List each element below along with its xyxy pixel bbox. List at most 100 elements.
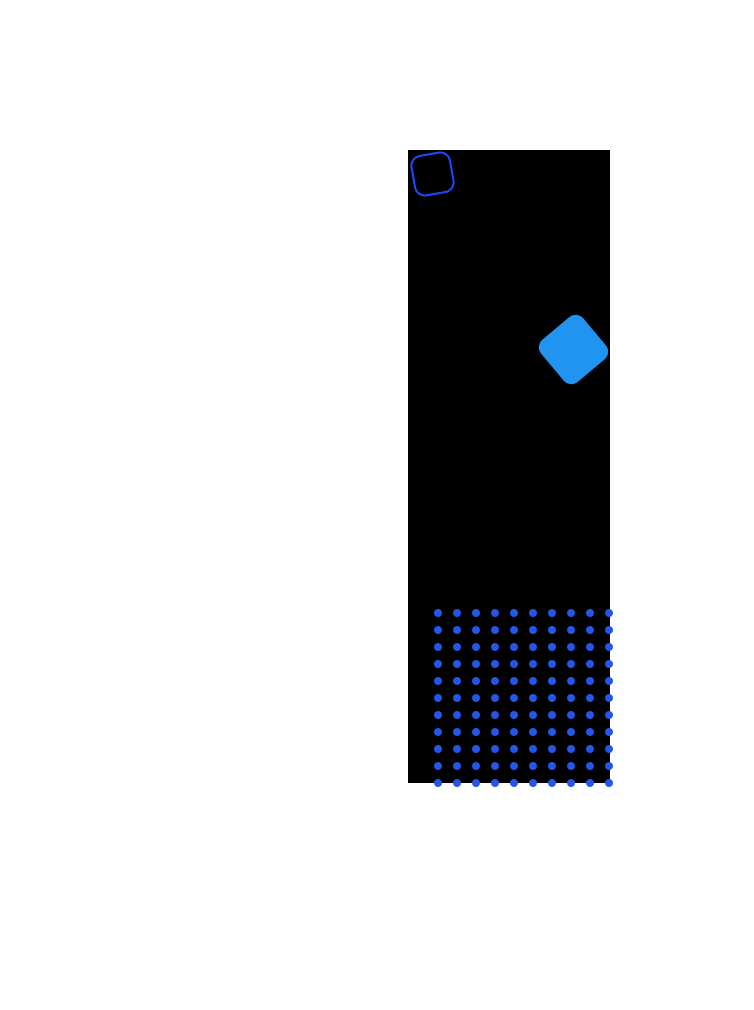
dot-cell [504, 638, 523, 655]
dot-cell [523, 757, 542, 774]
dot-icon [604, 761, 613, 770]
dot-cell [542, 672, 561, 689]
dot-cell [485, 757, 504, 774]
dot-icon [433, 642, 442, 651]
dot-icon [585, 761, 594, 770]
dot-cell [580, 672, 599, 689]
dot-icon [604, 693, 613, 702]
dot-icon [509, 608, 518, 617]
dot-icon [471, 608, 480, 617]
dot-cell [504, 774, 523, 791]
dot-icon [471, 727, 480, 736]
dot-icon [471, 744, 480, 753]
dot-cell [580, 740, 599, 757]
dot-icon [452, 727, 461, 736]
dot-icon [509, 727, 518, 736]
dot-icon [509, 744, 518, 753]
dot-cell [580, 757, 599, 774]
dot-icon [490, 744, 499, 753]
dot-icon [585, 642, 594, 651]
dot-cell [485, 655, 504, 672]
dot-cell [504, 604, 523, 621]
dot-icon [433, 659, 442, 668]
dot-cell [485, 774, 504, 791]
dot-cell [447, 774, 466, 791]
dot-cell [561, 604, 580, 621]
dot-cell [466, 655, 485, 672]
dot-icon [433, 710, 442, 719]
dot-cell [447, 638, 466, 655]
dot-cell [428, 740, 447, 757]
dot-icon [566, 710, 575, 719]
dot-cell [580, 706, 599, 723]
dot-cell [485, 621, 504, 638]
dot-icon [528, 693, 537, 702]
dot-icon [566, 727, 575, 736]
dot-icon [566, 659, 575, 668]
dot-icon [471, 642, 480, 651]
dot-cell [485, 672, 504, 689]
dot-cell [466, 757, 485, 774]
dot-icon [509, 659, 518, 668]
dot-icon [585, 744, 594, 753]
dot-icon [566, 778, 575, 787]
dot-cell [466, 723, 485, 740]
dot-cell [504, 672, 523, 689]
dot-cell [485, 723, 504, 740]
dot-icon [433, 744, 442, 753]
dot-cell [599, 655, 618, 672]
dot-cell [599, 706, 618, 723]
dot-icon [585, 659, 594, 668]
dot-cell [561, 638, 580, 655]
dot-icon [490, 608, 499, 617]
dot-cell [504, 655, 523, 672]
dot-cell [447, 672, 466, 689]
dot-cell [561, 774, 580, 791]
dot-cell [599, 621, 618, 638]
dot-cell [542, 774, 561, 791]
dot-icon [509, 642, 518, 651]
dot-cell [599, 604, 618, 621]
dot-cell [561, 689, 580, 706]
dot-icon [452, 676, 461, 685]
dot-cell [466, 689, 485, 706]
dot-icon [604, 608, 613, 617]
dot-cell [580, 604, 599, 621]
dot-cell [542, 723, 561, 740]
dot-cell [485, 638, 504, 655]
dot-icon [509, 693, 518, 702]
dot-icon [547, 761, 556, 770]
dot-icon [547, 642, 556, 651]
dot-icon [452, 608, 461, 617]
dot-cell [428, 706, 447, 723]
dot-icon [604, 710, 613, 719]
dot-cell [466, 604, 485, 621]
dot-cell [466, 706, 485, 723]
dot-icon [585, 727, 594, 736]
dot-cell [428, 757, 447, 774]
dot-cell [504, 740, 523, 757]
dot-cell [523, 655, 542, 672]
dot-cell [542, 706, 561, 723]
dot-cell [542, 604, 561, 621]
dot-icon [585, 625, 594, 634]
dot-cell [542, 689, 561, 706]
dot-icon [509, 676, 518, 685]
dot-cell [542, 740, 561, 757]
dot-icon [604, 744, 613, 753]
dot-icon [471, 761, 480, 770]
dot-cell [485, 740, 504, 757]
dot-cell [542, 757, 561, 774]
dot-icon [490, 659, 499, 668]
dot-icon [452, 778, 461, 787]
dot-icon [490, 693, 499, 702]
dot-cell [466, 740, 485, 757]
outline-square-decor-icon [408, 149, 457, 199]
dot-icon [452, 625, 461, 634]
dot-icon [433, 625, 442, 634]
dot-icon [547, 693, 556, 702]
dot-cell [580, 638, 599, 655]
dot-icon [490, 778, 499, 787]
dot-icon [604, 642, 613, 651]
dot-cell [504, 689, 523, 706]
